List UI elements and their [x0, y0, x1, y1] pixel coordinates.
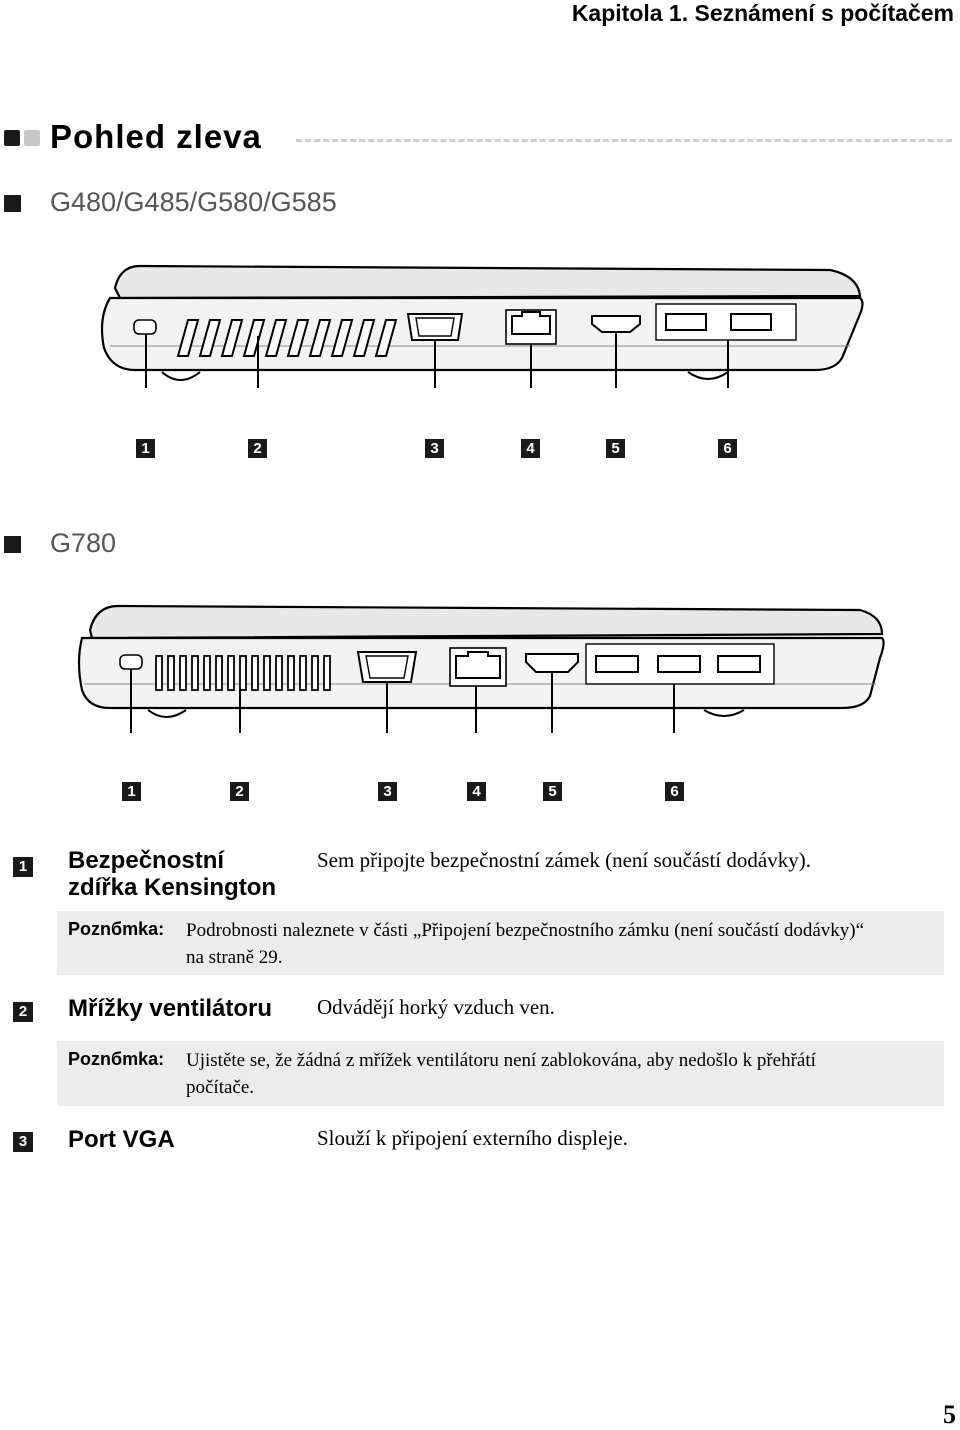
- item-number-3: 3: [13, 1132, 33, 1152]
- callout-5: 5: [543, 782, 562, 801]
- item-title-1-line2: zdířka Kensington: [68, 874, 277, 901]
- callout-5: 5: [606, 439, 625, 458]
- callout-6: 6: [665, 782, 684, 801]
- model-bullet-icon: [4, 536, 21, 553]
- item-title-3: Port VGA: [68, 1126, 175, 1153]
- item-desc-2: Odvádějí horký vzduch ven.: [317, 995, 555, 1019]
- laptop-left-side-illustration-1: [100, 264, 864, 388]
- item-desc-3: Slouží k připojení externího displeje.: [317, 1126, 628, 1150]
- item-title-2: Mřížky ventilátoru: [68, 995, 273, 1022]
- note-label: Poznбmka:: [68, 1049, 165, 1069]
- callout-1: 1: [122, 782, 141, 801]
- callout-1: 1: [136, 439, 155, 458]
- chapter-header: Kapitola 1. Seznámení s počítačem: [571, 0, 954, 26]
- note-text-2-line1: Ujistěte se, že žádná z mřížek ventiláto…: [186, 1050, 816, 1071]
- item-desc-1: Sem připojte bezpečnostní zámek (není so…: [317, 848, 811, 872]
- callout-4: 4: [521, 439, 540, 458]
- note-label: Poznбmka:: [68, 919, 165, 939]
- note-text-1-line1: Podrobnosti naleznete v části „Připojení…: [186, 920, 865, 941]
- callout-3: 3: [378, 782, 397, 801]
- callout-3: 3: [425, 439, 444, 458]
- section-rule: [296, 139, 952, 142]
- note-text-2: Ujistěte se, že žádná z mřížek ventiláto…: [186, 1047, 926, 1101]
- model-title-1: G480/G485/G580/G585: [50, 187, 337, 217]
- callout-4: 4: [467, 782, 486, 801]
- note-text-2-line2: počítače.: [186, 1077, 255, 1098]
- callout-6: 6: [718, 439, 737, 458]
- item-title-1-line1: Bezpečnostní: [68, 847, 225, 874]
- item-number-1: 1: [13, 857, 33, 877]
- note-box-1: Poznбmka: Podrobnosti naleznete v části …: [57, 911, 944, 975]
- item-title-1: Bezpečnostní zdířka Kensington: [68, 847, 276, 901]
- model-title-2: G780: [50, 528, 117, 558]
- callout-2: 2: [248, 439, 267, 458]
- laptop-left-side-illustration-2: [77, 604, 885, 733]
- callout-2: 2: [230, 782, 249, 801]
- note-text-1-line2: na straně 29.: [186, 947, 283, 968]
- note-text-1: Podrobnosti naleznete v části „Připojení…: [186, 917, 926, 971]
- page-number: 5: [943, 1400, 956, 1429]
- model-bullet-icon: [4, 195, 21, 212]
- section-title: Pohled zleva: [50, 118, 262, 155]
- note-box-2: Poznбmka: Ujistěte se, že žádná z mřížek…: [57, 1041, 944, 1106]
- item-number-2: 2: [13, 1002, 33, 1022]
